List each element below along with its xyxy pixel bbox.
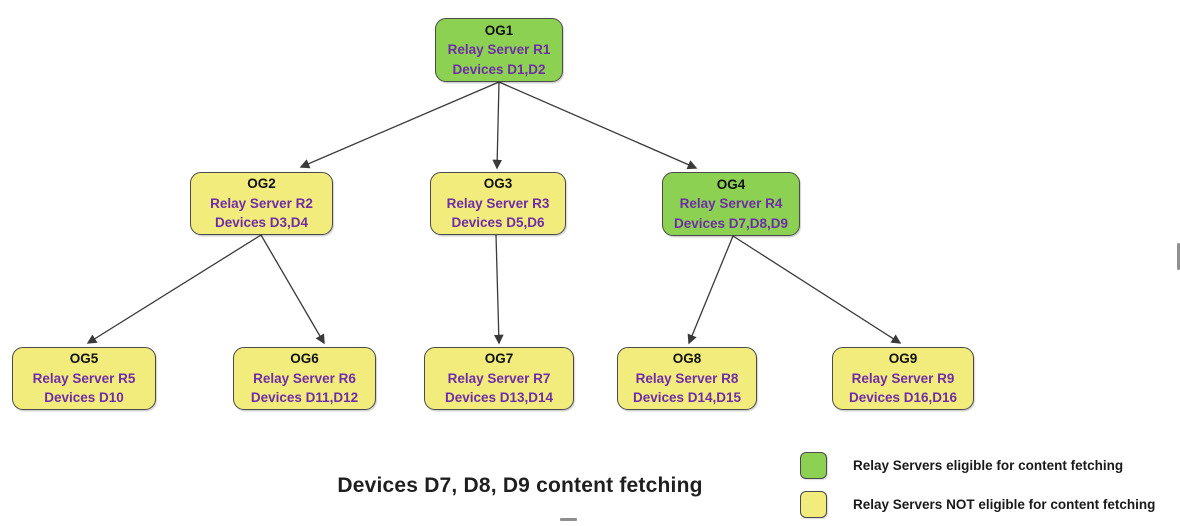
node-og1: OG1 Relay Server R1 Devices D1,D2 xyxy=(435,18,563,82)
node-og4-devices: Devices D7,D8,D9 xyxy=(673,215,789,231)
diagram-caption: Devices D7, D8, D9 content fetching xyxy=(337,474,703,497)
scrollbar-fragment[interactable] xyxy=(1177,243,1180,270)
node-og4-relay: Relay Server R4 xyxy=(679,196,783,212)
legend-label-not-eligible: Relay Servers NOT eligible for content f… xyxy=(853,497,1156,512)
node-og5-relay: Relay Server R5 xyxy=(32,370,136,386)
legend-swatch-eligible-icon xyxy=(800,452,827,479)
node-og9-devices: Devices D16,D16 xyxy=(848,390,958,406)
node-og2-title: OG2 xyxy=(247,176,276,192)
edge-og1-og3 xyxy=(492,81,503,170)
node-og8: OG8 Relay Server R8 Devices D14,D15 xyxy=(617,347,757,410)
edge-og1-og4 xyxy=(498,81,698,170)
node-og5: OG5 Relay Server R5 Devices D10 xyxy=(12,347,156,410)
node-og8-devices: Devices D14,D15 xyxy=(632,390,742,406)
edge-og1-og2 xyxy=(299,81,500,169)
node-og6: OG6 Relay Server R6 Devices D11,D12 xyxy=(233,347,376,410)
node-og7-relay: Relay Server R7 xyxy=(447,370,551,386)
node-og6-devices: Devices D11,D12 xyxy=(250,390,359,406)
node-og3-title: OG3 xyxy=(483,176,513,192)
legend-label-eligible: Relay Servers eligible for content fetch… xyxy=(853,458,1124,473)
edge-og4-og8 xyxy=(687,235,734,345)
node-og3: OG3 Relay Server R3 Devices D5,D6 xyxy=(430,172,566,235)
node-og5-devices: Devices D10 xyxy=(44,390,124,406)
node-og3-relay: Relay Server R3 xyxy=(446,195,550,211)
edge-og2-og5 xyxy=(86,234,262,344)
node-og6-title: OG6 xyxy=(290,351,319,367)
node-og2: OG2 Relay Server R2 Devices D3,D4 xyxy=(190,172,333,235)
node-og7-title: OG7 xyxy=(484,351,514,367)
node-og1-title: OG1 xyxy=(484,22,514,38)
node-og9-title: OG9 xyxy=(888,351,918,367)
node-og8-relay: Relay Server R8 xyxy=(635,370,739,386)
edge-og2-og6 xyxy=(260,234,325,345)
node-og4-title: OG4 xyxy=(716,176,746,192)
node-og6-relay: Relay Server R6 xyxy=(253,370,356,386)
node-og9: OG9 Relay Server R9 Devices D16,D16 xyxy=(832,347,974,410)
node-og5-title: OG5 xyxy=(69,351,99,367)
node-og8-title: OG8 xyxy=(672,351,702,367)
cropped-shape-fragment xyxy=(560,518,577,521)
legend: Relay Servers eligible for content fetch… xyxy=(800,452,1155,526)
node-og4: OG4 Relay Server R4 Devices D7,D8,D9 xyxy=(662,172,800,236)
edge-og3-og7 xyxy=(493,234,504,345)
legend-row-not-eligible: Relay Servers NOT eligible for content f… xyxy=(800,491,1155,518)
node-og2-relay: Relay Server R2 xyxy=(210,195,313,211)
node-og9-relay: Relay Server R9 xyxy=(851,370,955,386)
edge-og4-og9 xyxy=(732,235,902,344)
node-og1-devices: Devices D1,D2 xyxy=(452,61,546,77)
node-og2-devices: Devices D3,D4 xyxy=(214,215,309,231)
node-og1-relay: Relay Server R1 xyxy=(447,42,551,58)
node-og7: OG7 Relay Server R7 Devices D13,D14 xyxy=(424,347,574,410)
legend-row-eligible: Relay Servers eligible for content fetch… xyxy=(800,452,1155,479)
legend-swatch-not-eligible-icon xyxy=(800,491,827,518)
node-og7-devices: Devices D13,D14 xyxy=(444,390,554,406)
node-og3-devices: Devices D5,D6 xyxy=(451,215,545,231)
